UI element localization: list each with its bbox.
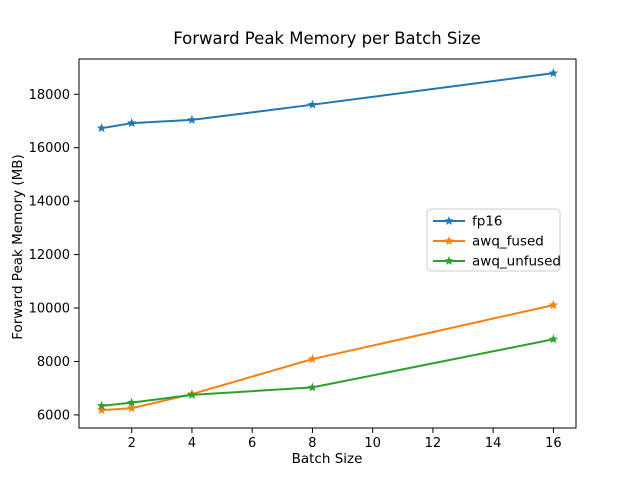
x-tick-label: 12 — [425, 436, 442, 451]
x-tick-label: 16 — [545, 436, 562, 451]
x-tick-label: 4 — [188, 436, 196, 451]
x-tick-label: 10 — [364, 436, 381, 451]
data-point-fp16 — [96, 123, 107, 133]
legend-marker-awq_unfused — [444, 256, 454, 266]
data-point-awq_unfused — [126, 397, 137, 407]
x-tick-label: 6 — [248, 436, 256, 451]
x-tick-label: 8 — [308, 436, 316, 451]
legend-label-awq_unfused: awq_unfused — [472, 254, 561, 270]
data-point-awq_fused — [307, 354, 318, 364]
data-point-awq_fused — [126, 403, 137, 413]
y-tick-label: 18000 — [29, 88, 70, 103]
data-point-awq_unfused — [548, 334, 559, 344]
y-tick-label: 12000 — [29, 248, 70, 263]
legend-marker-fp16 — [444, 216, 454, 226]
legend-marker-awq_fused — [444, 236, 454, 246]
y-axis-label: Forward Peak Memory (MB) — [10, 154, 26, 340]
legend-label-fp16: fp16 — [472, 214, 503, 230]
data-point-awq_fused — [548, 300, 559, 310]
y-tick-label: 10000 — [29, 302, 70, 317]
data-point-awq_fused — [96, 405, 107, 415]
data-point-awq_unfused — [187, 389, 197, 399]
x-tick-label: 2 — [128, 436, 136, 451]
data-point-awq_unfused — [307, 382, 318, 392]
chart-title: Forward Peak Memory per Batch Size — [173, 29, 481, 48]
data-point-fp16 — [126, 118, 137, 128]
legend-label-awq_fused: awq_fused — [472, 234, 544, 250]
plot-layer: 2 4 6 8 10 12 14 16 6000 8000 10000 12000 14000 16000… — [29, 58, 577, 451]
x-tick-label: 14 — [485, 436, 502, 451]
y-tick-label: 16000 — [29, 141, 70, 156]
y-tick-label: 8000 — [37, 355, 70, 370]
data-point-awq_unfused — [96, 400, 107, 410]
data-point-fp16 — [307, 99, 318, 109]
data-point-fp16 — [548, 68, 559, 78]
y-tick-label: 6000 — [37, 408, 70, 423]
y-tick-label: 14000 — [29, 195, 70, 210]
x-axis-label: Batch Size — [292, 451, 363, 467]
legend-box — [426, 208, 561, 272]
data-point-fp16 — [187, 114, 197, 124]
